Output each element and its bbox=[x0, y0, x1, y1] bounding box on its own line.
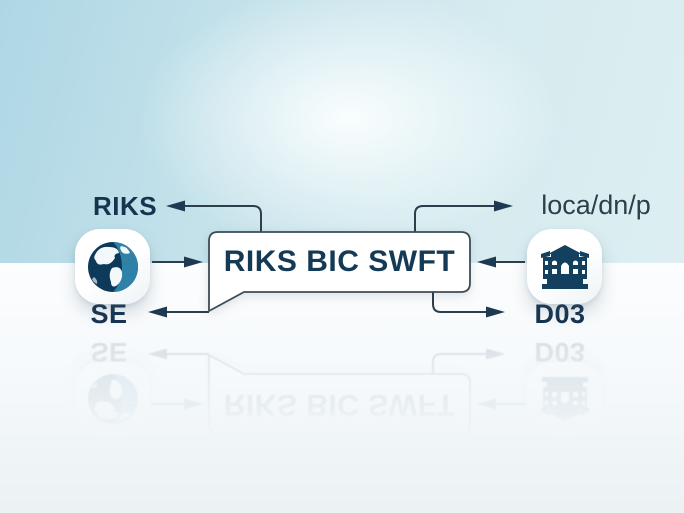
banner-label: RIKS BIC SWFT bbox=[223, 245, 456, 278]
swift-bic-diagram: RIKS loca/dn/p SE D03 RIKS BIC SWFT bbox=[0, 181, 684, 333]
right-top-label: loca/dn/p bbox=[541, 190, 651, 220]
globe-icon bbox=[87, 241, 138, 292]
mid-left-arrowhead bbox=[184, 256, 203, 268]
bank-building-icon bbox=[540, 244, 589, 289]
globe-badge bbox=[75, 229, 150, 304]
connector-lines bbox=[152, 205, 525, 313]
sky-background bbox=[0, 0, 684, 263]
right-top-arrowhead bbox=[494, 200, 513, 212]
arrowheads bbox=[148, 200, 513, 318]
right-bottom-label: D03 bbox=[534, 299, 586, 329]
banner-to-left-top-line bbox=[183, 205, 262, 234]
mid-right-arrowhead bbox=[477, 256, 496, 268]
right-bottom-arrowhead bbox=[486, 306, 505, 318]
banner-to-right-top-line bbox=[414, 205, 496, 234]
left-top-arrowhead bbox=[166, 200, 185, 212]
left-bottom-arrowhead bbox=[148, 306, 167, 318]
ribbon-banner bbox=[208, 231, 471, 312]
banner-to-right-bottom-line bbox=[432, 290, 488, 313]
building-badge bbox=[527, 229, 602, 304]
left-bottom-label: SE bbox=[90, 299, 128, 329]
floor-background bbox=[0, 263, 684, 513]
connector-wires bbox=[148, 200, 525, 318]
left-top-label: RIKS bbox=[92, 191, 158, 221]
